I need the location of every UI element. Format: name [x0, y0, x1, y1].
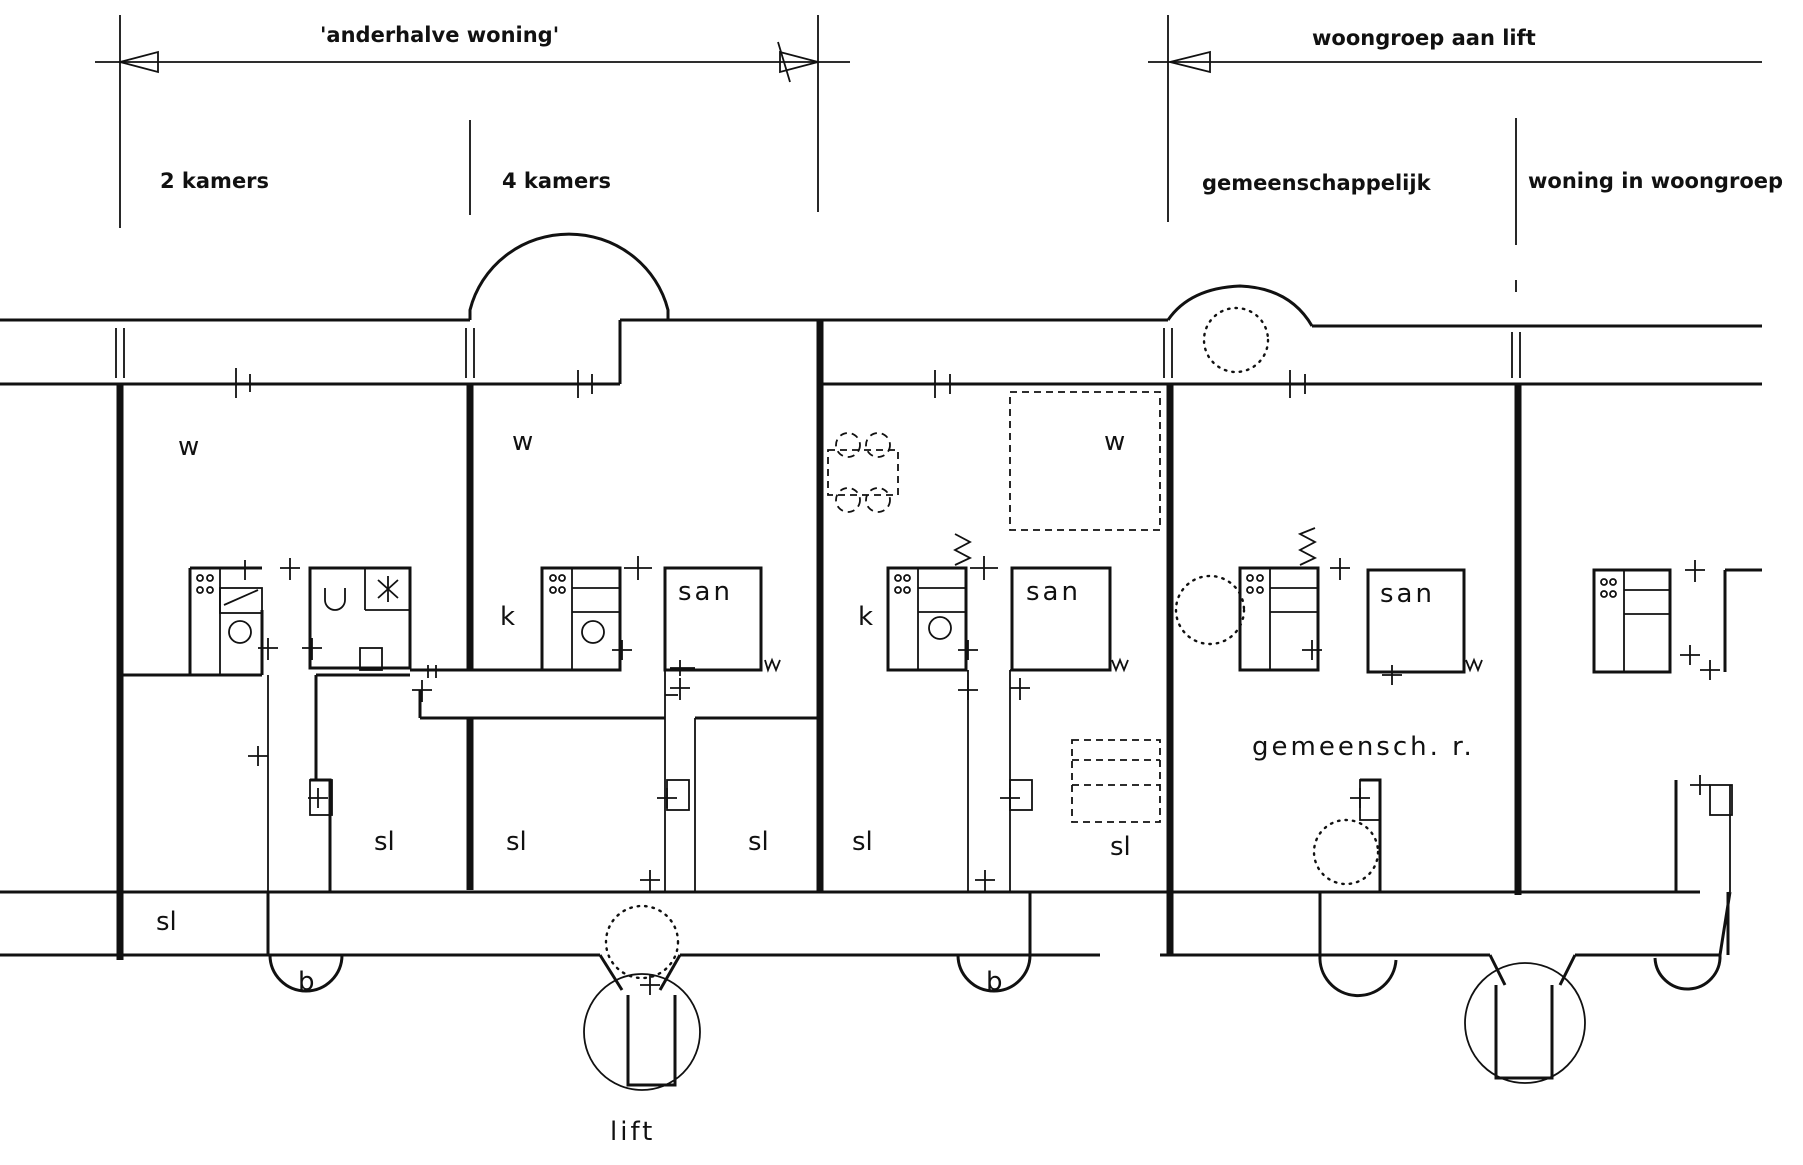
- unit-woning-in-woongroep: [1592, 560, 1762, 892]
- room-b-1: b: [298, 967, 315, 997]
- unit-4-kamers: [410, 556, 818, 892]
- room-sl-4: sl: [748, 827, 769, 857]
- room-k-1: k: [500, 602, 515, 632]
- room-w-2: w: [512, 427, 533, 457]
- room-lift: lift: [610, 1117, 655, 1147]
- unit-3: [827, 391, 1161, 892]
- header-anderhalve-woning: 'anderhalve woning': [320, 23, 559, 47]
- header-2-kamers: 2 kamers: [160, 169, 269, 193]
- header-woongroep-aan-lift: woongroep aan lift: [1312, 26, 1536, 50]
- header-woning-in-woongroep: woning in woongroep: [1528, 169, 1783, 193]
- room-san-2: san: [1026, 577, 1081, 607]
- room-b-2: b: [986, 967, 1003, 997]
- unit-2-kamers: [120, 558, 412, 892]
- room-k-2: k: [858, 602, 873, 632]
- corridor: [0, 890, 1732, 1091]
- header-4-kamers: 4 kamers: [502, 169, 611, 193]
- room-w-1: w: [178, 432, 199, 462]
- room-san-3: san: [1380, 579, 1435, 609]
- dimension-lines: [95, 15, 1762, 292]
- room-w-3: w: [1104, 427, 1125, 457]
- room-sl-6: sl: [1110, 832, 1131, 862]
- header-gemeenschappelijk: gemeenschappelijk: [1202, 171, 1432, 195]
- room-san-1: san: [678, 577, 733, 607]
- room-sl-3: sl: [506, 827, 527, 857]
- room-sl-5: sl: [852, 827, 873, 857]
- party-walls: [116, 320, 1522, 960]
- room-gemeensch-r: gemeensch. r.: [1252, 732, 1475, 762]
- room-sl-2: sl: [374, 827, 395, 857]
- room-sl-1: sl: [156, 907, 177, 937]
- unit-common: [1174, 527, 1483, 955]
- facade-lines: [0, 232, 1762, 398]
